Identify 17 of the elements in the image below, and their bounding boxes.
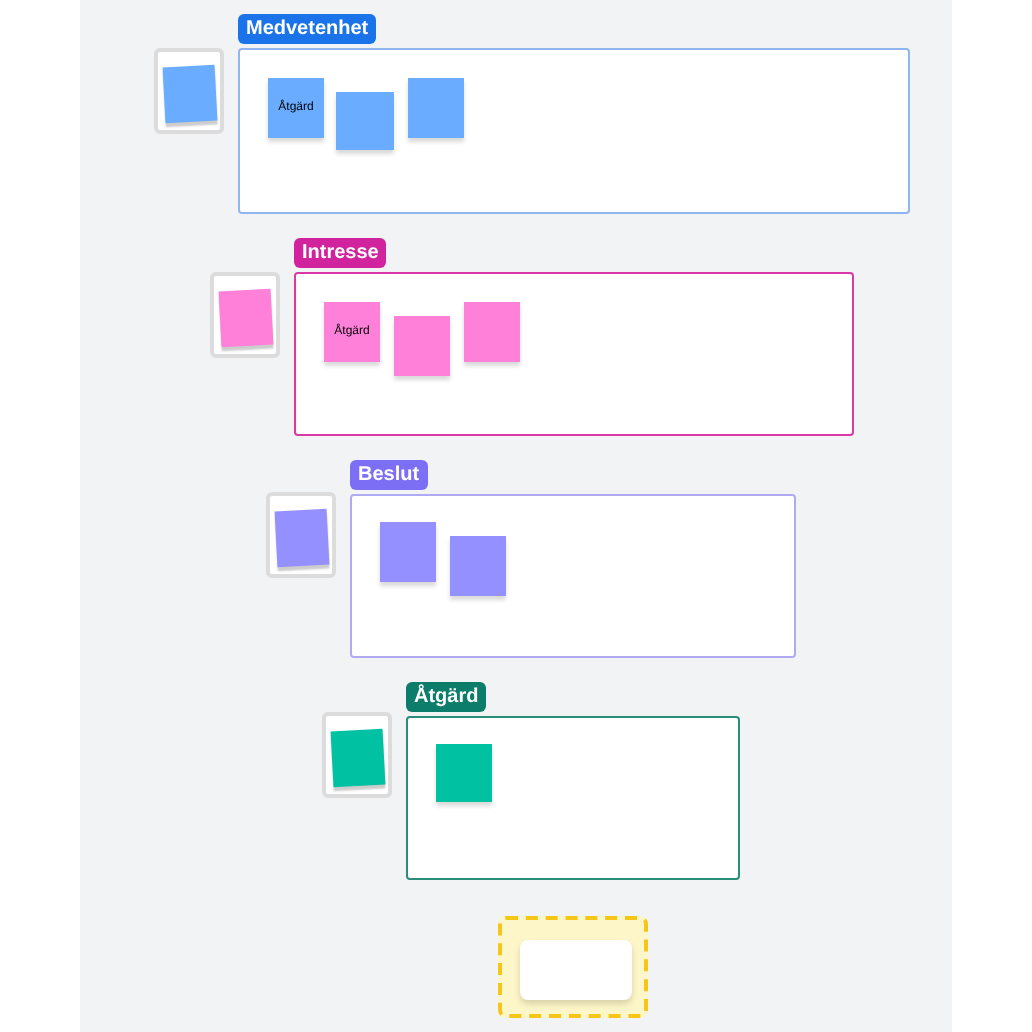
- sticky-note: [394, 316, 450, 376]
- frame-title: Intresse: [294, 238, 387, 268]
- sticky-note: [380, 522, 436, 582]
- sticky-note-pad: [322, 712, 392, 798]
- sticky-note: [436, 744, 492, 802]
- dashed-area: [498, 916, 648, 1018]
- sticky-note-pad: [266, 492, 336, 578]
- frame-title: Beslut: [350, 460, 428, 490]
- sticky-note: [408, 78, 464, 138]
- sticky-note: [336, 92, 394, 150]
- card: [520, 940, 632, 1000]
- sticky-note: [464, 302, 520, 362]
- sticky-note: [450, 536, 506, 596]
- sticky-note-pad: [210, 272, 280, 358]
- frame-title: Åtgärd: [406, 682, 487, 712]
- frame-title: Medvetenhet: [238, 14, 377, 44]
- sticky-note-pad: [154, 48, 224, 134]
